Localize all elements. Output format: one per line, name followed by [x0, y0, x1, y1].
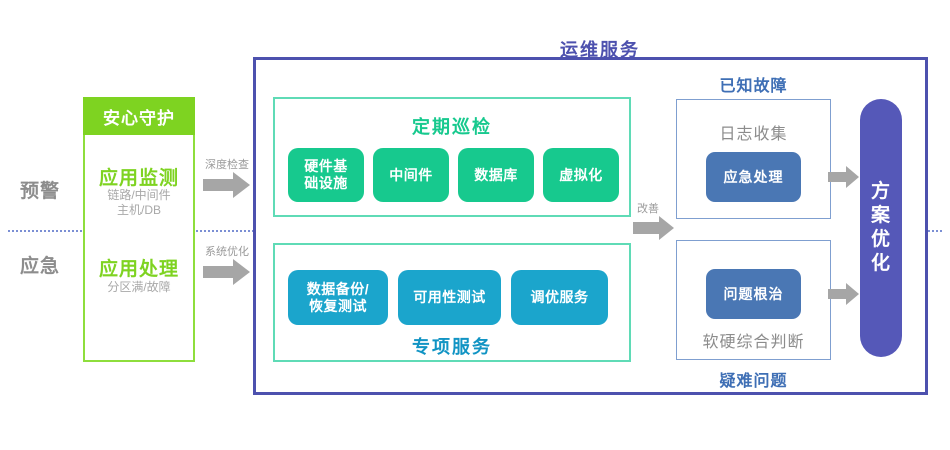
pill-line-1: 调优服务	[530, 289, 589, 305]
pill-backup-recovery-test[interactable]: 数据备份/ 恢复测试	[288, 270, 388, 325]
result-char-4: 化	[870, 253, 891, 274]
fault-heading-known-fault: 已知故障	[719, 78, 788, 95]
pill-availability-test[interactable]: 可用性测试	[398, 270, 501, 325]
left-item-sub-handling-1: 分区满/故障	[107, 280, 171, 294]
fault-heading-difficult-problem: 疑难问题	[719, 373, 788, 390]
pill-hardware-infrastructure[interactable]: 硬件基 础设施	[288, 148, 364, 202]
left-column-header: 安心守护	[83, 97, 195, 135]
stage-label-warning: 预警	[19, 181, 60, 202]
connector-label-system-optimization: 系统优化	[205, 246, 249, 258]
result-char-1: 方	[870, 181, 891, 202]
pill-line-1: 中间件	[389, 166, 433, 183]
pill-virtualization[interactable]: 虚拟化	[543, 148, 619, 202]
panel-title-routine-inspection: 定期巡检	[412, 117, 492, 137]
arrow-right-icon-deep-inspection	[203, 172, 251, 198]
pill-line-1: 可用性测试	[413, 289, 486, 305]
connector-label-deep-inspection: 深度检查	[205, 159, 249, 171]
arrow-right-icon-known-fault-to-result	[828, 166, 860, 188]
arrow-right-icon-system-optimization	[203, 259, 251, 285]
pill-line-2: 恢复测试	[308, 297, 367, 314]
fault-pill-emergency-handling[interactable]: 应急处理	[706, 152, 801, 202]
pill-middleware[interactable]: 中间件	[373, 148, 449, 202]
result-char-2: 案	[870, 205, 891, 226]
arrow-right-icon-improvement	[633, 216, 675, 240]
pill-line-1: 虚拟化	[559, 166, 603, 183]
fault-pill-root-cause-fix[interactable]: 问题根治	[706, 269, 801, 319]
left-column-frame	[83, 97, 195, 362]
connector-label-improvement: 改善	[637, 203, 659, 215]
pill-line-1: 数据备份/	[306, 280, 370, 297]
pill-line-2: 础设施	[304, 175, 348, 191]
result-bar-solution-optimization[interactable]: 方 案 优 化	[860, 99, 902, 357]
fault-sub-hw-sw-diagnosis: 软硬综合判断	[702, 334, 805, 351]
pill-line-1: 硬件基	[304, 158, 348, 174]
pill-line-1: 数据库	[474, 166, 518, 183]
panel-title-special-service: 专项服务	[412, 337, 492, 357]
pill-tuning-service[interactable]: 调优服务	[511, 270, 608, 325]
diagram-title: 运维服务	[560, 40, 640, 60]
left-item-title-monitoring: 应用监测	[98, 168, 179, 189]
left-item-title-handling: 应用处理	[98, 259, 179, 280]
left-item-sub-monitoring-2: 主机/DB	[116, 203, 161, 217]
arrow-right-icon-difficult-problem-to-result	[828, 283, 860, 305]
pill-database[interactable]: 数据库	[458, 148, 534, 202]
fault-sub-log-collection: 日志收集	[719, 126, 788, 143]
left-item-sub-monitoring-1: 链路/中间件	[107, 188, 171, 202]
result-char-3: 优	[870, 229, 891, 250]
stage-label-emergency: 应急	[19, 256, 60, 277]
